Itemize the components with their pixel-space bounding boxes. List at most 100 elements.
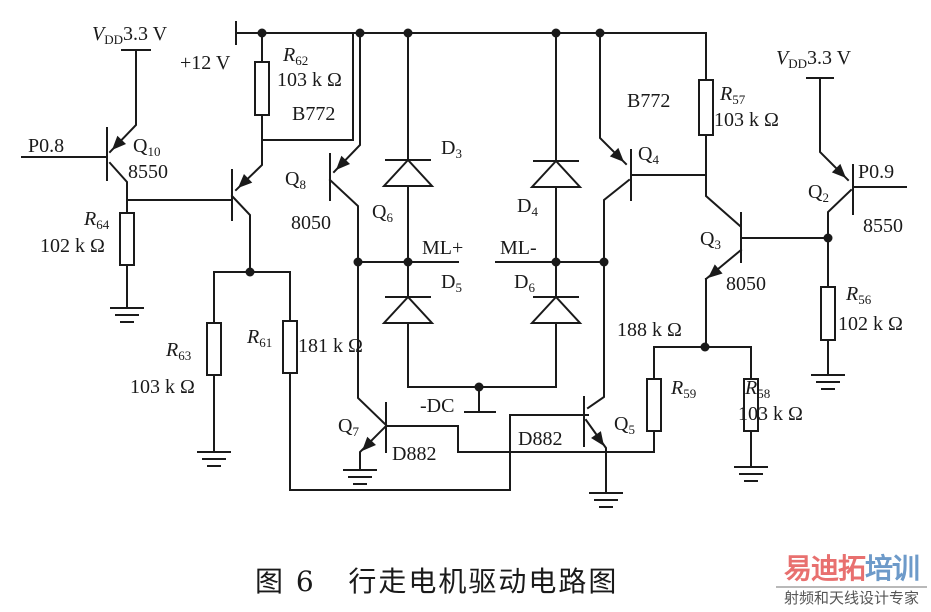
q2-emitter-arrow xyxy=(831,163,846,178)
junction-dot xyxy=(353,257,363,267)
r57-value: 103 k Ω xyxy=(714,109,779,131)
watermark-brand: 易迪拓培训 xyxy=(772,553,931,585)
d3-label: D3 xyxy=(441,137,462,161)
q7-part: D882 xyxy=(392,443,436,465)
q3-part: 8050 xyxy=(726,273,766,295)
q6-collector xyxy=(328,178,359,263)
junction-dot xyxy=(551,28,561,38)
ground-icon xyxy=(589,492,623,508)
r63-resistor xyxy=(206,322,222,376)
q3-label: Q3 xyxy=(700,228,721,252)
r58-resistor xyxy=(743,378,759,432)
q8a-emitter xyxy=(234,114,263,192)
q5-emitter-arrow xyxy=(591,431,604,446)
dc-minus-bus xyxy=(407,322,557,388)
d5-diode xyxy=(381,295,435,324)
q4-emitter-arrow xyxy=(609,147,624,162)
vdd-right-label: VDD3.3 V xyxy=(776,47,852,71)
junction-dot xyxy=(474,382,484,392)
q6-emitter xyxy=(332,32,361,174)
q2-label: Q2 xyxy=(808,181,829,205)
r56-resistor xyxy=(820,286,836,341)
q4-collector xyxy=(603,178,631,263)
junction-dot xyxy=(403,28,413,38)
q4-label: Q4 xyxy=(638,143,659,167)
junction-dot xyxy=(595,28,605,38)
q10-emitter-arrow xyxy=(112,135,127,150)
r62-to-rail xyxy=(261,32,354,141)
p08-label: P0.8 xyxy=(28,135,64,157)
supply-12v-label: +12 V xyxy=(180,52,231,74)
r62-resistor xyxy=(254,61,270,116)
q3-collector xyxy=(705,134,742,228)
ground-icon xyxy=(197,451,231,467)
q6-emitter-arrow xyxy=(336,155,351,170)
watermark-brand-part2: 培训 xyxy=(865,552,920,585)
q8a-collector xyxy=(230,194,251,273)
q8a-emitter-arrow xyxy=(238,173,253,188)
watermark-tagline: 射频和天线设计专家 xyxy=(783,589,919,607)
d5-label: D5 xyxy=(441,271,462,295)
q7-emitter xyxy=(359,424,388,471)
diode-triangle xyxy=(529,295,583,324)
q2-emitter xyxy=(819,77,850,182)
q4-part: B772 xyxy=(627,90,670,112)
q7-collector xyxy=(357,261,388,427)
d6-diode xyxy=(529,295,583,324)
junction-dots xyxy=(245,28,833,392)
ground-icon xyxy=(110,307,144,323)
r62-label: R62 xyxy=(282,44,308,68)
supply-rail xyxy=(235,32,707,81)
r58-value: 103 k Ω xyxy=(738,403,803,425)
r56-label: R56 xyxy=(845,283,872,307)
diode-triangle xyxy=(381,158,435,187)
junction-dot xyxy=(551,257,561,267)
q4-emitter xyxy=(599,32,628,166)
r63-value: 103 k Ω xyxy=(130,376,195,398)
r63-label: R63 xyxy=(165,339,191,363)
q10-label: Q10 xyxy=(133,135,160,159)
p09-label: P0.9 xyxy=(858,161,894,183)
q5-emitter xyxy=(584,418,607,494)
junction-dot xyxy=(599,257,609,267)
junction-dot xyxy=(355,28,365,38)
q5-part: D882 xyxy=(518,428,562,450)
r58-label: R58 xyxy=(744,377,770,401)
r57-resistor xyxy=(698,79,714,136)
ml-minus-label: ML- xyxy=(500,237,537,259)
r64-resistor xyxy=(119,212,135,266)
d4-diode xyxy=(529,159,583,188)
watermark-divider xyxy=(776,586,927,588)
r62-value: 103 k Ω xyxy=(277,69,342,91)
d4-label: D4 xyxy=(517,195,538,219)
q2-part: 8550 xyxy=(863,215,903,237)
r59-to-q7-base xyxy=(385,425,655,453)
r64-label: R64 xyxy=(83,208,110,232)
q7-emitter-arrow xyxy=(362,436,376,451)
q6-part: B772 xyxy=(292,103,335,125)
d3-diode xyxy=(381,158,435,187)
r64-value: 102 k Ω xyxy=(40,235,105,257)
watermark-logo: 易迪拓培训 射频和天线设计专家 xyxy=(772,553,931,608)
junction-dot xyxy=(823,233,833,243)
r59-resistor xyxy=(646,378,662,432)
components xyxy=(106,61,854,508)
junction-dot xyxy=(257,28,267,38)
q2-collector xyxy=(827,188,853,288)
junction-dot xyxy=(700,342,710,352)
r61-label: R61 xyxy=(246,326,272,350)
r61-to-q5-base xyxy=(289,372,589,491)
ground-icon xyxy=(734,466,768,482)
ml-plus-label: ML+ xyxy=(422,237,463,259)
r56-value: 102 k Ω xyxy=(838,313,903,335)
q10-collector-to-q8-base xyxy=(108,161,232,201)
q3-emitter-arrow xyxy=(708,264,723,278)
q5-collector xyxy=(586,261,605,410)
diode-triangle xyxy=(381,295,435,324)
ground-icon xyxy=(811,374,845,390)
dc-minus-label: -DC xyxy=(420,395,454,417)
d6-label: D6 xyxy=(514,271,535,295)
q8-label: Q8 xyxy=(285,168,306,192)
r57-label: R57 xyxy=(719,83,746,107)
